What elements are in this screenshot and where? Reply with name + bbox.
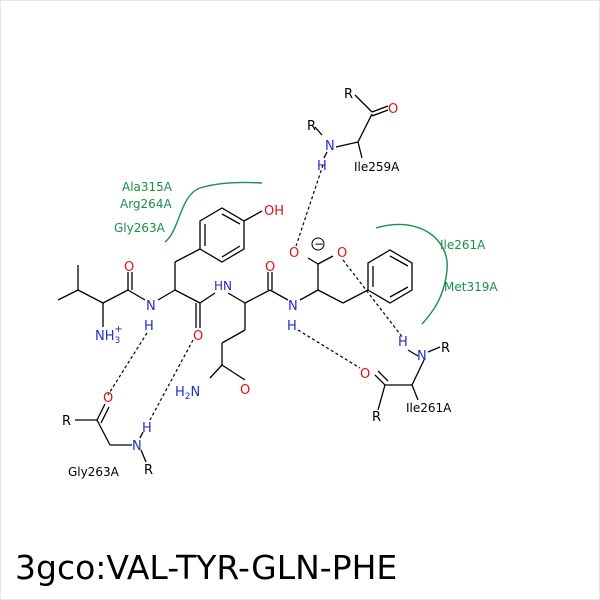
valine-bonds [57,265,146,327]
residue-gly263-bottom-label: Gly263A [68,465,120,479]
diagram-title: 3gco:VAL-TYR-GLN-PHE [15,548,398,587]
tyr-hydroxyl-oh: OH [264,204,284,219]
glutamine-bonds [209,272,289,381]
gly263-r-left: R [62,414,71,429]
phe-carboxyl-o2: O [337,246,347,261]
gly263-r-bottom: R [144,463,153,478]
amine-nh3-label: NH3+ [95,324,123,346]
ile259-n: N [325,139,335,154]
ile261-n: N [417,349,427,364]
tyrosine-bonds [157,207,263,328]
ile261-r-right: R [441,341,450,356]
ile261-o: O [360,367,370,382]
negative-charge-circle [311,237,325,251]
phenylalanine-bonds [299,249,413,304]
ile259-bonds [314,94,389,159]
ile259-r-top: R [344,87,353,102]
hydrogen-bonds [107,164,404,421]
gln-side-chain-nh2: H2N [175,385,200,402]
residue-met319-label: Met319A [444,280,498,294]
phe-amide-n: N [288,299,298,314]
residue-ala315-label: Ala315A [122,180,173,194]
tyr-carbonyl-o: O [193,329,203,344]
gly263-h: H [142,421,152,436]
ile261-r-bottom: R [372,410,381,425]
residue-gly263-top-label: Gly263A [114,221,166,235]
ile259-h: H [317,159,327,174]
ile261-h: H [398,335,408,350]
val-carbonyl-o: O [124,260,134,275]
gln-side-chain-o: O [240,383,250,398]
ile259-r-left: R [307,119,316,134]
hydrophobic-arc-top [164,181,263,243]
negative-charge-sign: − [314,237,324,251]
gln-carbonyl-o: O [265,260,275,275]
residue-ile261-bottom-label: Ile261A [406,401,452,415]
ile259-o: O [388,102,398,117]
residue-arg264-label: Arg264A [120,197,172,211]
tyr-amide-h: H [144,319,154,334]
hydrophobic-arc-right [375,223,448,325]
phe-carboxyl-o1: O [289,246,299,261]
residue-ile259-label: Ile259A [354,160,400,174]
ile261-bonds [374,346,441,411]
gly263-n: N [132,439,142,454]
phe-amide-h: H [287,319,297,334]
gln-amide-hn: HN [214,279,232,293]
gly263-o: O [103,391,113,406]
gly263-bonds [75,403,147,463]
residue-ile261-top-label: Ile261A [440,238,486,252]
tyr-amide-n: N [146,299,156,314]
